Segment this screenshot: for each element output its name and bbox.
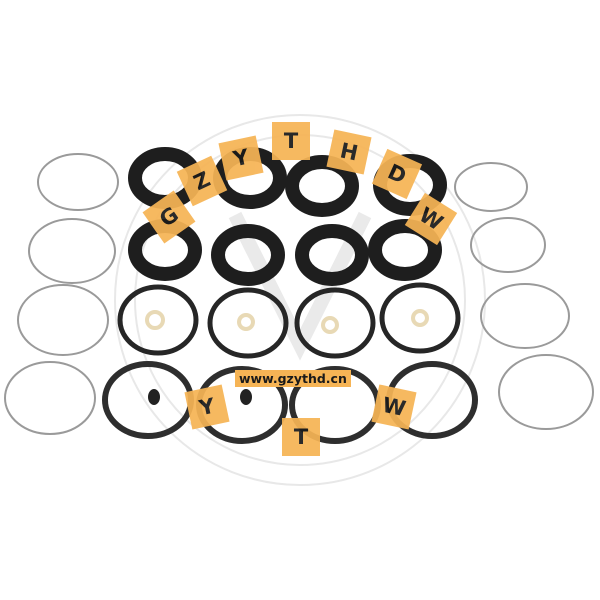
watermark-letter: Y (184, 384, 230, 430)
spring-rings-right (454, 162, 594, 430)
watermark-url: www.gzythd.cn (235, 370, 351, 387)
watermark-letter: H (326, 129, 372, 175)
watermark-letter: Y (218, 135, 264, 181)
watermark-letter: T (272, 122, 310, 160)
spring-rings-left (4, 153, 119, 435)
plugs (148, 389, 252, 405)
watermark-letter: T (282, 418, 320, 456)
dust-boots-row-2 (128, 219, 442, 286)
washers (145, 309, 429, 334)
watermark-letter: W (371, 384, 417, 430)
piston-seals-row-3 (117, 282, 461, 359)
